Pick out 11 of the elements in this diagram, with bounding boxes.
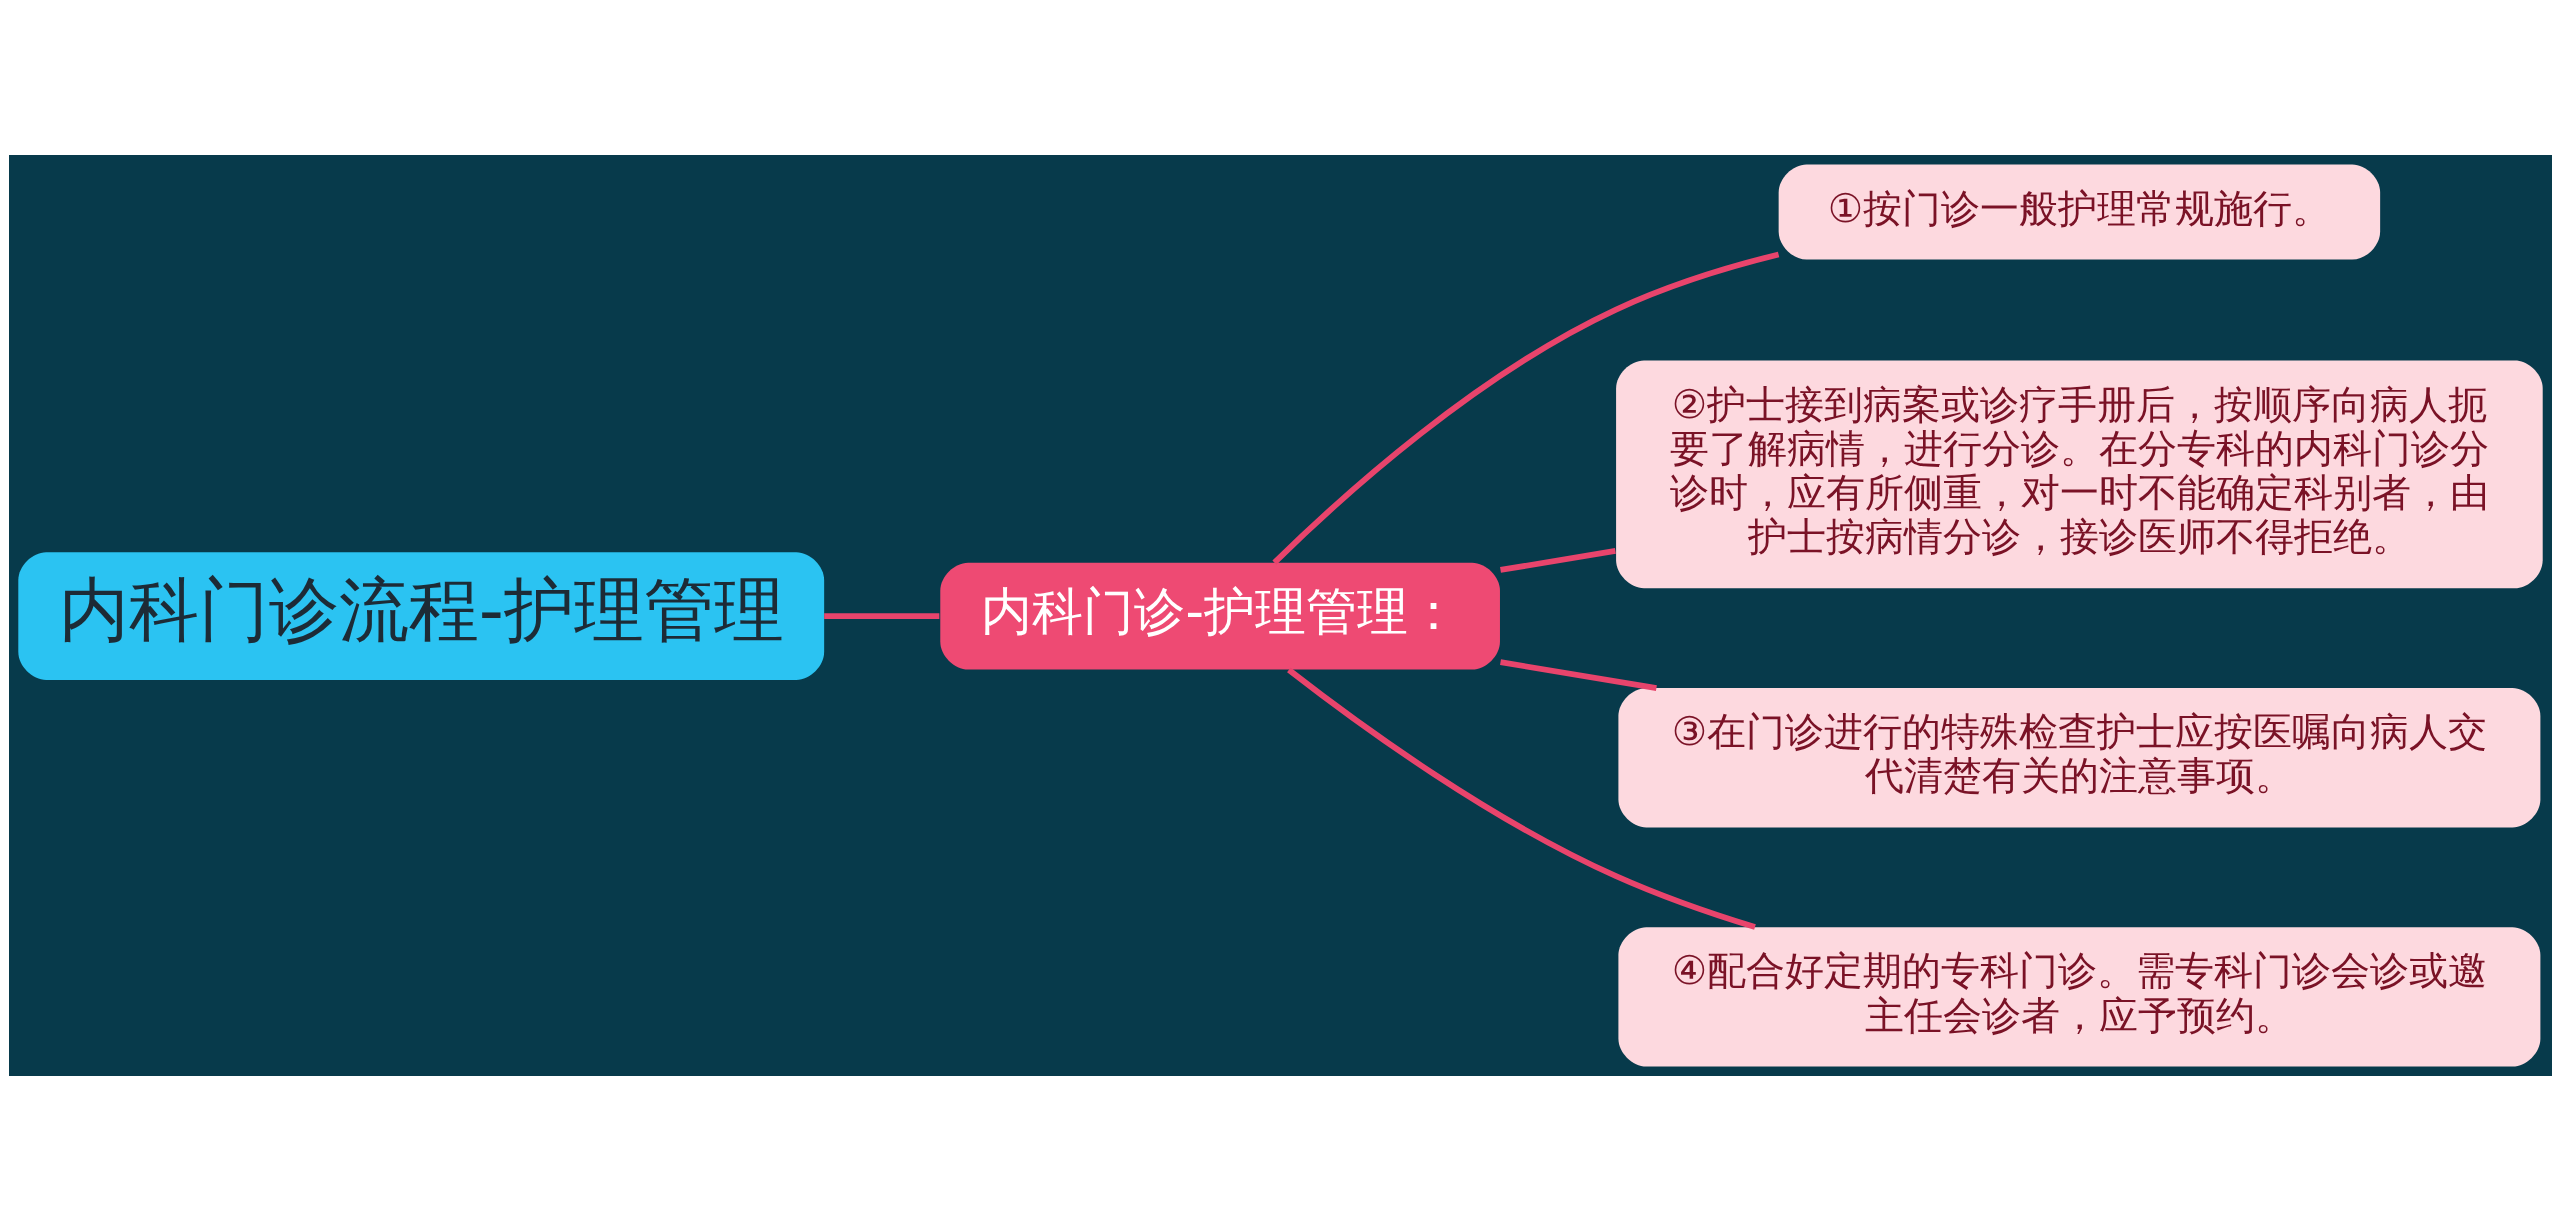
node-box: 内科门诊流程-护理管理 — [17, 551, 824, 680]
connector — [1286, 667, 1756, 930]
connector — [823, 612, 939, 619]
connector — [1499, 658, 1657, 691]
node-box: ④配合好定期的专科门诊。需专科门诊会诊或邀主任会诊者，应予预约。 — [1617, 926, 2540, 1067]
node-box: ①按门诊一般护理常规施行。 — [1778, 163, 2380, 260]
node-box: ③在门诊进行的特殊检查护士应按医嘱向病人交代清楚有关的注意事项。 — [1617, 687, 2540, 827]
connector — [1499, 547, 1616, 573]
node-box: 内科门诊-护理管理： — [939, 562, 1500, 669]
connector — [1271, 251, 1779, 565]
node-box: ②护士接到病案或诊疗手册后，按顺序向病人扼要了解病情，进行分诊。在分专科的内科门诊分诊时，应有所侧重，对一时不能确定科别者，由护士按病情分诊，接诊医师不得拒绝。 — [1615, 360, 2543, 588]
